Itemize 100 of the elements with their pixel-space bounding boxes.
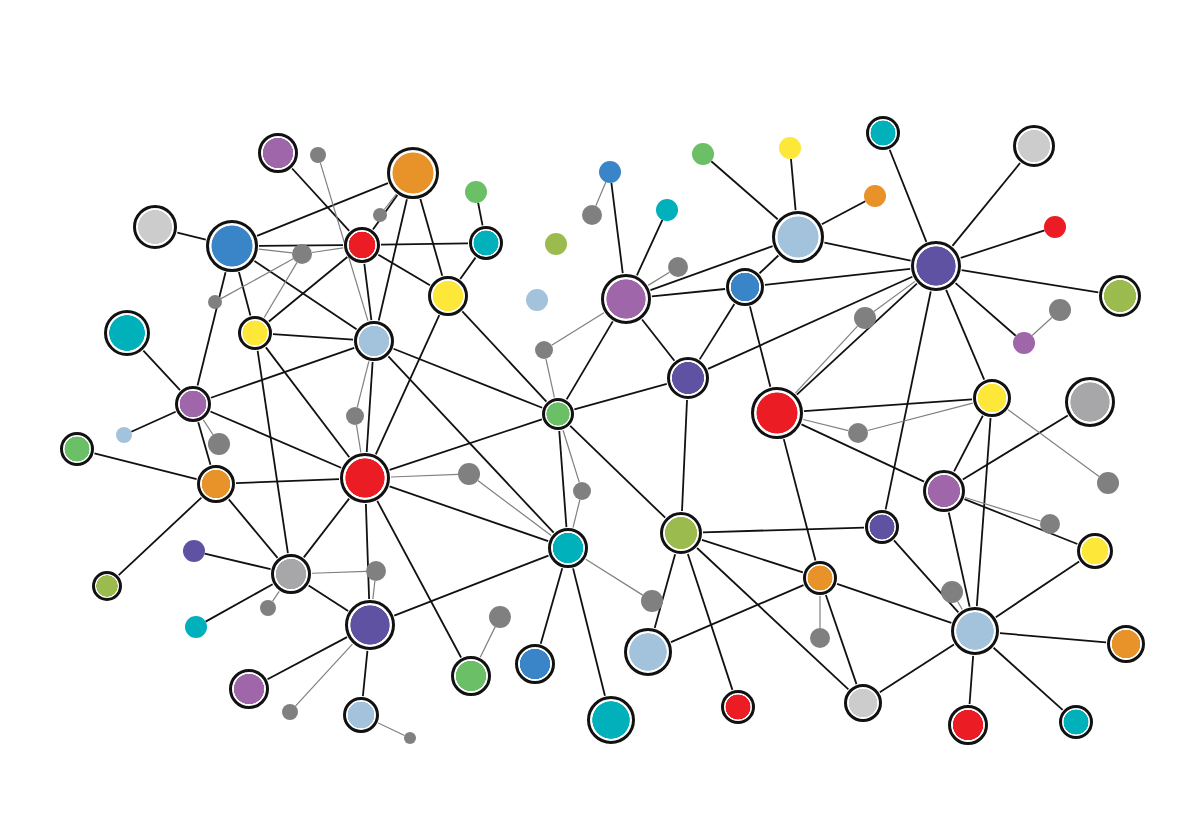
ringed-network-node	[1013, 125, 1055, 167]
connector-line	[710, 160, 779, 221]
connector-line	[380, 242, 469, 246]
connector-line	[884, 290, 932, 511]
connector-line	[999, 632, 1107, 644]
connector-line	[893, 539, 960, 614]
connector-line	[565, 320, 614, 401]
connector-line	[701, 538, 804, 574]
connector-line	[268, 256, 349, 323]
connector-line	[951, 162, 1021, 247]
connector-line	[258, 248, 293, 254]
connector-line	[307, 584, 350, 612]
connector-line	[836, 582, 953, 624]
network-dot	[183, 540, 205, 562]
ringed-network-node	[660, 512, 702, 554]
ringed-network-node	[601, 274, 651, 324]
connector-line	[272, 333, 354, 341]
ringed-network-node	[60, 432, 94, 466]
network-dot	[1044, 216, 1066, 238]
connector-line	[681, 399, 688, 512]
connector-line	[419, 198, 444, 277]
connector-line	[196, 271, 227, 387]
ringed-network-node	[428, 276, 468, 316]
network-dot	[292, 244, 312, 264]
connector-line	[649, 245, 774, 292]
connector-line	[803, 398, 973, 412]
connector-line	[819, 595, 821, 629]
ringed-network-node	[587, 696, 635, 744]
ringed-network-node	[548, 528, 588, 568]
connector-line	[823, 241, 912, 262]
connector-line	[795, 282, 918, 396]
connector-line	[945, 289, 986, 381]
network-dot	[116, 427, 132, 443]
connector-line	[551, 312, 605, 346]
connector-line	[802, 418, 849, 432]
network-dot	[526, 289, 548, 311]
ringed-network-node	[1065, 377, 1115, 427]
ringed-network-node	[923, 470, 965, 512]
ringed-network-node	[387, 147, 439, 199]
connector-line	[176, 231, 207, 241]
ringed-network-node	[951, 607, 999, 655]
connector-line	[117, 496, 203, 576]
ringed-network-node	[344, 227, 380, 263]
network-dot	[641, 590, 663, 612]
ringed-network-node	[1077, 533, 1113, 569]
connector-line	[800, 423, 925, 483]
connector-line	[968, 655, 975, 705]
ringed-network-node	[469, 226, 503, 260]
ringed-network-node	[865, 510, 899, 544]
connector-line	[265, 346, 351, 459]
network-dot	[404, 732, 416, 744]
connector-line	[258, 244, 344, 247]
network-dot	[346, 407, 364, 425]
connector-line	[383, 193, 397, 211]
connector-line	[562, 429, 580, 483]
ringed-network-node	[92, 571, 122, 601]
connector-line	[291, 167, 351, 232]
connector-line	[558, 430, 568, 528]
connector-line	[964, 496, 1042, 522]
connector-line	[650, 288, 726, 298]
connector-line	[994, 560, 1081, 619]
connector-line	[477, 201, 484, 227]
connector-line	[203, 552, 272, 571]
connector-line	[595, 181, 607, 207]
ringed-network-node	[340, 453, 390, 503]
ringed-network-node	[258, 133, 298, 173]
connector-line	[636, 219, 664, 277]
connector-line	[393, 554, 550, 617]
connector-line	[372, 194, 399, 231]
ringed-network-node	[354, 321, 394, 361]
connector-line	[888, 148, 928, 243]
network-dot	[668, 257, 688, 277]
network-dot	[282, 704, 298, 720]
connector-line	[311, 570, 367, 574]
ringed-network-node	[726, 268, 764, 306]
network-dot	[656, 199, 678, 221]
network-dot	[545, 233, 567, 255]
network-dot	[208, 433, 230, 455]
ringed-network-node	[271, 554, 311, 594]
connector-line	[365, 503, 370, 600]
connector-line	[947, 511, 971, 608]
connector-line	[670, 584, 805, 643]
connector-line	[204, 583, 274, 623]
connector-line	[210, 347, 356, 399]
network-dot	[366, 561, 386, 581]
network-dot	[458, 463, 480, 485]
network-dot	[692, 143, 714, 165]
network-dot	[185, 616, 207, 638]
connector-line	[93, 452, 198, 480]
connector-line	[256, 349, 289, 555]
connector-line	[142, 349, 181, 391]
connector-line	[266, 636, 348, 681]
connector-line	[365, 361, 374, 453]
ringed-network-node	[803, 561, 837, 595]
connector-line	[355, 424, 362, 453]
connector-line	[572, 567, 606, 697]
ringed-network-node	[772, 211, 824, 263]
connector-line	[263, 262, 298, 319]
ringed-network-node	[229, 669, 269, 709]
ringed-network-node	[624, 628, 672, 676]
